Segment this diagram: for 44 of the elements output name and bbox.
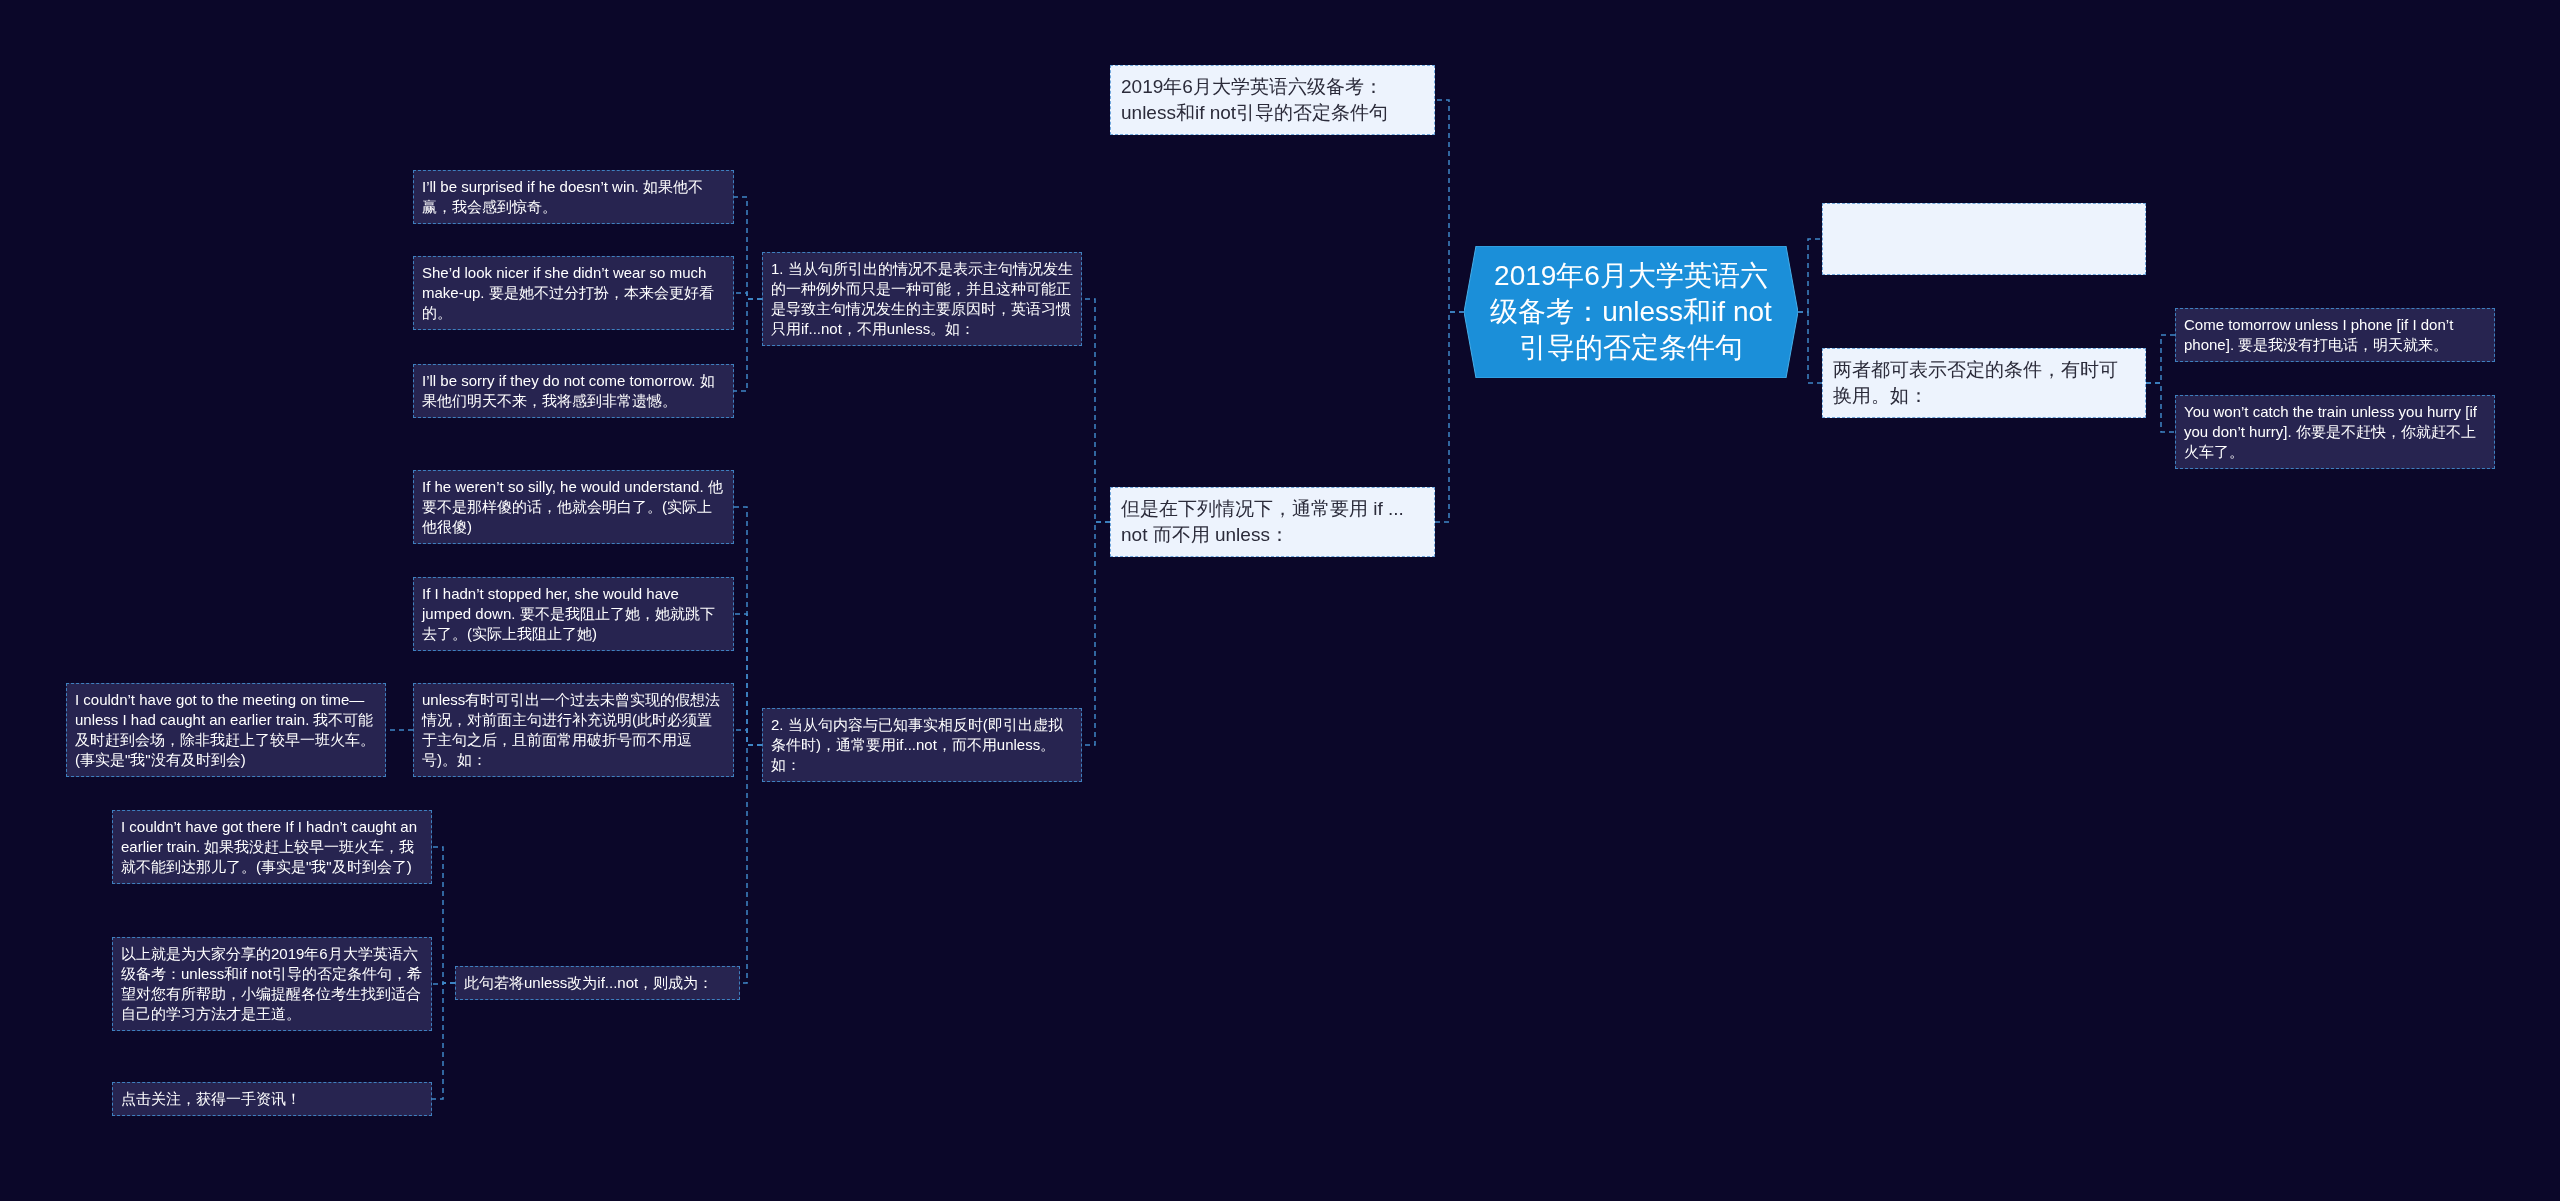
topic-box xyxy=(1822,348,2146,418)
note-box xyxy=(2175,308,2495,362)
note-text: I’ll be surprised if he doesn’t win. 如果他不赢，我会感到惊奇。 xyxy=(422,177,704,217)
note-box xyxy=(413,683,734,777)
note-box xyxy=(762,708,1082,782)
note-box xyxy=(413,577,734,651)
note-box xyxy=(413,364,734,418)
note-box xyxy=(413,256,734,330)
central-topic-text: 2019年6月大学英语六级备考：unless和if not引导的否定条件句 xyxy=(1489,259,1773,365)
note-box xyxy=(66,683,386,777)
topic-box xyxy=(1110,487,1435,557)
connector-line xyxy=(733,298,763,392)
central-topic xyxy=(1464,246,1798,378)
note-text: I couldn’t have got to the meeting on time—unless I had caught an earlier train. 我不可能及时赶到会场，除非我赶上了较早一班火车。(事实是"我"没有及时到会) xyxy=(75,690,376,770)
note-box xyxy=(112,810,432,884)
note-text: 此句若将unless改为if...not，则成为： xyxy=(464,973,715,993)
note-text: She’d look nicer if she didn’t wear so much make-up. 要是她不过分打扮，本来会更好看的。 xyxy=(422,263,715,323)
note-text: Come tomorrow unless I phone [if I don’t phone]. 要是我没有打电话，明天就来。 xyxy=(2184,315,2455,355)
note-box xyxy=(2175,395,2495,469)
note-box xyxy=(112,1082,432,1116)
note-box xyxy=(455,966,740,1000)
note-text: 点击关注，获得一手资讯！ xyxy=(121,1089,302,1109)
note-box xyxy=(413,170,734,224)
connector-line xyxy=(1797,311,1823,384)
note-text: unless有时可引出一个过去未曾实现的假想法情况，对前面主句进行补充说明(此时必须置于主句之后，且前面常用破折号而不用逗号)。如： xyxy=(422,690,722,770)
connector-line xyxy=(431,982,456,1100)
note-text: I’ll be sorry if they do not come tomorrow. 如果他们明天不来，我将感到非常遗憾。 xyxy=(422,371,716,411)
connector-line xyxy=(2145,382,2176,433)
note-text: 1. 当从句所引出的情况不是表示主句情况发生的一种例外而只是一种可能，并且这种可能正是导致主句情况发生的主要原因时，英语习惯只用if...not，不用unless。如： xyxy=(771,259,1073,339)
note-text: 2. 当从句内容与已知事实相反时(即引出虚拟条件时)，通常要用if...not，而不用unless。如： xyxy=(771,715,1064,775)
note-box xyxy=(413,470,734,544)
topic-text: 2019年6月大学英语六级备考：unless和if not引导的否定条件句 xyxy=(1121,75,1390,125)
note-text: 以上就是为大家分享的2019年6月大学英语六级备考：unless和if not引导的否定条件句，希望对您有所帮助，小编提醒各位考生找到适合自己的学习方法才是王道。 xyxy=(121,944,423,1024)
note-text: I couldn’t have got there If I hadn’t caught an earlier train. 如果我没赶上较早一班火车，我就不能到达那儿了。(事实是"我"及时到会了) xyxy=(121,817,419,877)
note-box xyxy=(112,937,432,1031)
note-text: If he weren’t so silly, he would understand. 他要不是那样傻的话，他就会明白了。(实际上他很傻) xyxy=(422,477,724,537)
blank-box xyxy=(1822,203,2146,275)
topic-text: 但是在下列情况下，通常要用 if ... not 而不用 unless： xyxy=(1121,497,1405,547)
note-box xyxy=(762,252,1082,346)
note-text: You won’t catch the train unless you hurry [if you don’t hurry]. 你要是不赶快，你就赶不上火车了。 xyxy=(2184,402,2478,462)
connector-line xyxy=(1434,311,1465,523)
topic-box xyxy=(1110,65,1435,135)
note-text: If I hadn’t stopped her, she would have jumped down. 要不是我阻止了她，她就跳下去了。(实际上我阻止了她) xyxy=(422,584,716,644)
topic-text: 两者都可表示否定的条件，有时可换用。如： xyxy=(1833,358,2119,408)
